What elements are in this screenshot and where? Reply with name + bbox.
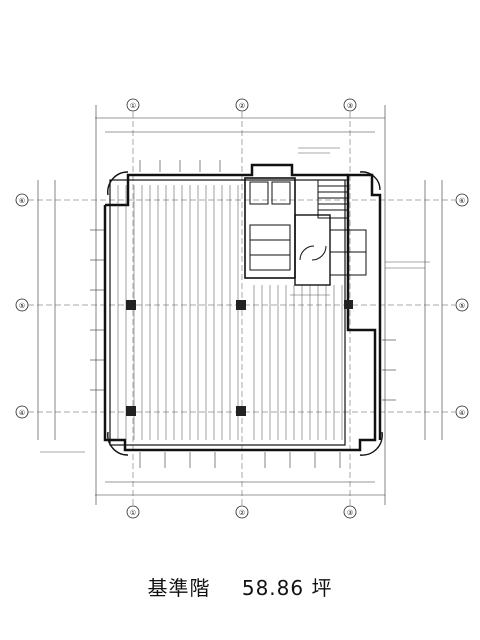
floor-area: 58.86 坪 [241,576,333,600]
floor-caption: 基準階 58.86 坪 [0,572,480,601]
perimeter-windows [90,160,396,468]
axis-labels-left: ⑥ ⑤ ④ [15,193,29,419]
axis-labels-top: ① ② ③ [126,98,357,112]
axis-label-bottom-3: ③ [347,509,353,517]
axis-label-right-1: ⑥ [459,197,465,205]
axis-label-right-3: ④ [459,409,465,417]
axis-label-bottom-1: ① [130,509,136,517]
floor-hatching [117,185,343,440]
axis-labels-right: ⑥ ⑤ ④ [455,193,469,419]
floor-plan-drawing: ① ② ③ ① ② ③ ⑥ ⑤ ④ ⑥ ⑤ ④ [15,98,469,519]
drawing-annotations [40,147,430,453]
axis-label-bottom-2: ② [239,509,245,517]
axis-label-top-1: ① [130,102,136,110]
structural-columns [126,300,353,416]
service-core [244,177,367,286]
axis-label-left-1: ⑥ [19,197,25,205]
axis-label-top-3: ③ [347,102,353,110]
axis-label-left-3: ④ [19,409,25,417]
axis-label-left-2: ⑤ [19,302,25,310]
floor-name: 基準階 [147,576,211,600]
corner-bays [107,171,383,456]
building-outline [103,163,382,452]
axis-grid-lines [28,112,455,510]
axis-label-top-2: ② [239,102,245,110]
axis-label-right-2: ⑤ [459,302,465,310]
axis-labels-bottom: ① ② ③ [126,505,357,519]
